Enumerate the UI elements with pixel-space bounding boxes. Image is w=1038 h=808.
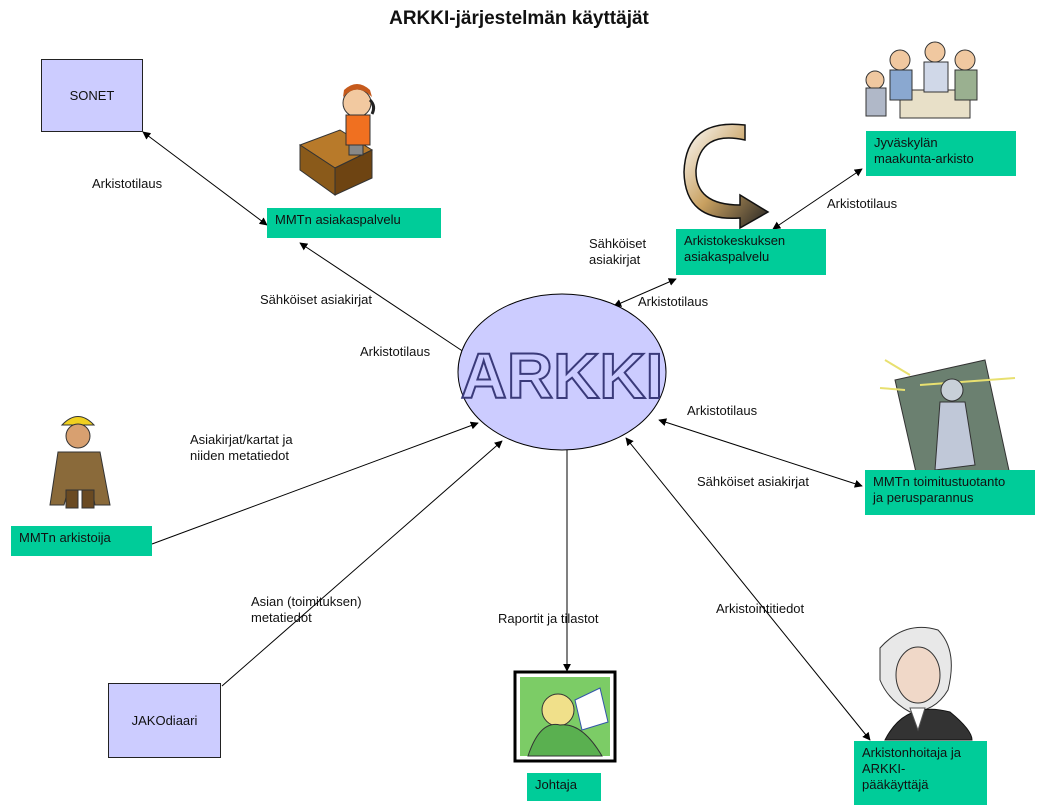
label-mmt-sahkoiset: Sähköiset asiakirjat [260, 292, 372, 307]
page-title: ARKKI-järjestelmän käyttäjät [389, 8, 649, 29]
edge-sonet-mmt [142, 131, 268, 226]
label-jako: Asian (toimituksen) metatiedot [251, 594, 362, 625]
spotlight-person-icon [879, 359, 1016, 491]
phone-desk-clerk-icon [298, 84, 376, 196]
label-arkistoija: Asiakirjat/kartat ja niiden metatiedot [190, 432, 293, 463]
washington-portrait-icon [879, 626, 973, 741]
label-jkl-arkistotilaus: Arkistotilaus [827, 196, 898, 211]
node-sonet: SONET [41, 59, 143, 132]
manager-portrait-icon [513, 670, 617, 763]
label-tt-arkistotilaus: Arkistotilaus [687, 403, 758, 418]
node-arkistonhoitaja: Arkistonhoitaja ja ARKKI- pääkäyttäjä [854, 741, 987, 805]
edge-jako-arkki [221, 440, 503, 687]
label-hoitaja: Arkistointitiedot [716, 601, 805, 616]
edge-mmt-arkki [299, 242, 471, 357]
team-meeting-icon [865, 41, 978, 119]
label-tt-sahkoiset: Sähköiset asiakirjat [697, 474, 809, 489]
label-johtaja: Raportit ja tilastot [498, 611, 599, 626]
arkki-ellipse [457, 293, 667, 451]
node-mmt-asiakaspalvelu: MMTn asiakaspalvelu [267, 208, 441, 238]
edge-jyvaskyla-arkistokeskus [772, 168, 863, 230]
label-ak-arkistotilaus: Arkistotilaus [638, 294, 709, 309]
label-mmt-arkistotilaus: Arkistotilaus [360, 344, 431, 359]
edge-arkistokeskus-arkki [613, 278, 677, 307]
node-toimitustuotanto: MMTn toimitustuotanto ja perusparannus [865, 470, 1035, 515]
node-arkistoija: MMTn arkistoija [11, 526, 152, 556]
node-jyvaskyla: Jyväskylän maakunta-arkisto [866, 131, 1016, 176]
label-sonet-arkistotilaus: Arkistotilaus [92, 176, 163, 191]
edge-arkistoija-arkki [151, 421, 479, 545]
node-jakodiaari: JAKOdiaari [108, 683, 221, 758]
node-arkistokeskus: Arkistokeskuksen asiakaspalvelu [676, 229, 826, 275]
curved-arrow-icon [683, 123, 770, 230]
label-ak-sahkoiset: Sähköiset asiakirjat [589, 236, 647, 267]
miner-worker-icon [49, 416, 111, 509]
node-johtaja: Johtaja [527, 773, 601, 801]
arkki-label: ARKKI [461, 340, 664, 412]
edge-hoitaja-arkki [625, 437, 871, 741]
